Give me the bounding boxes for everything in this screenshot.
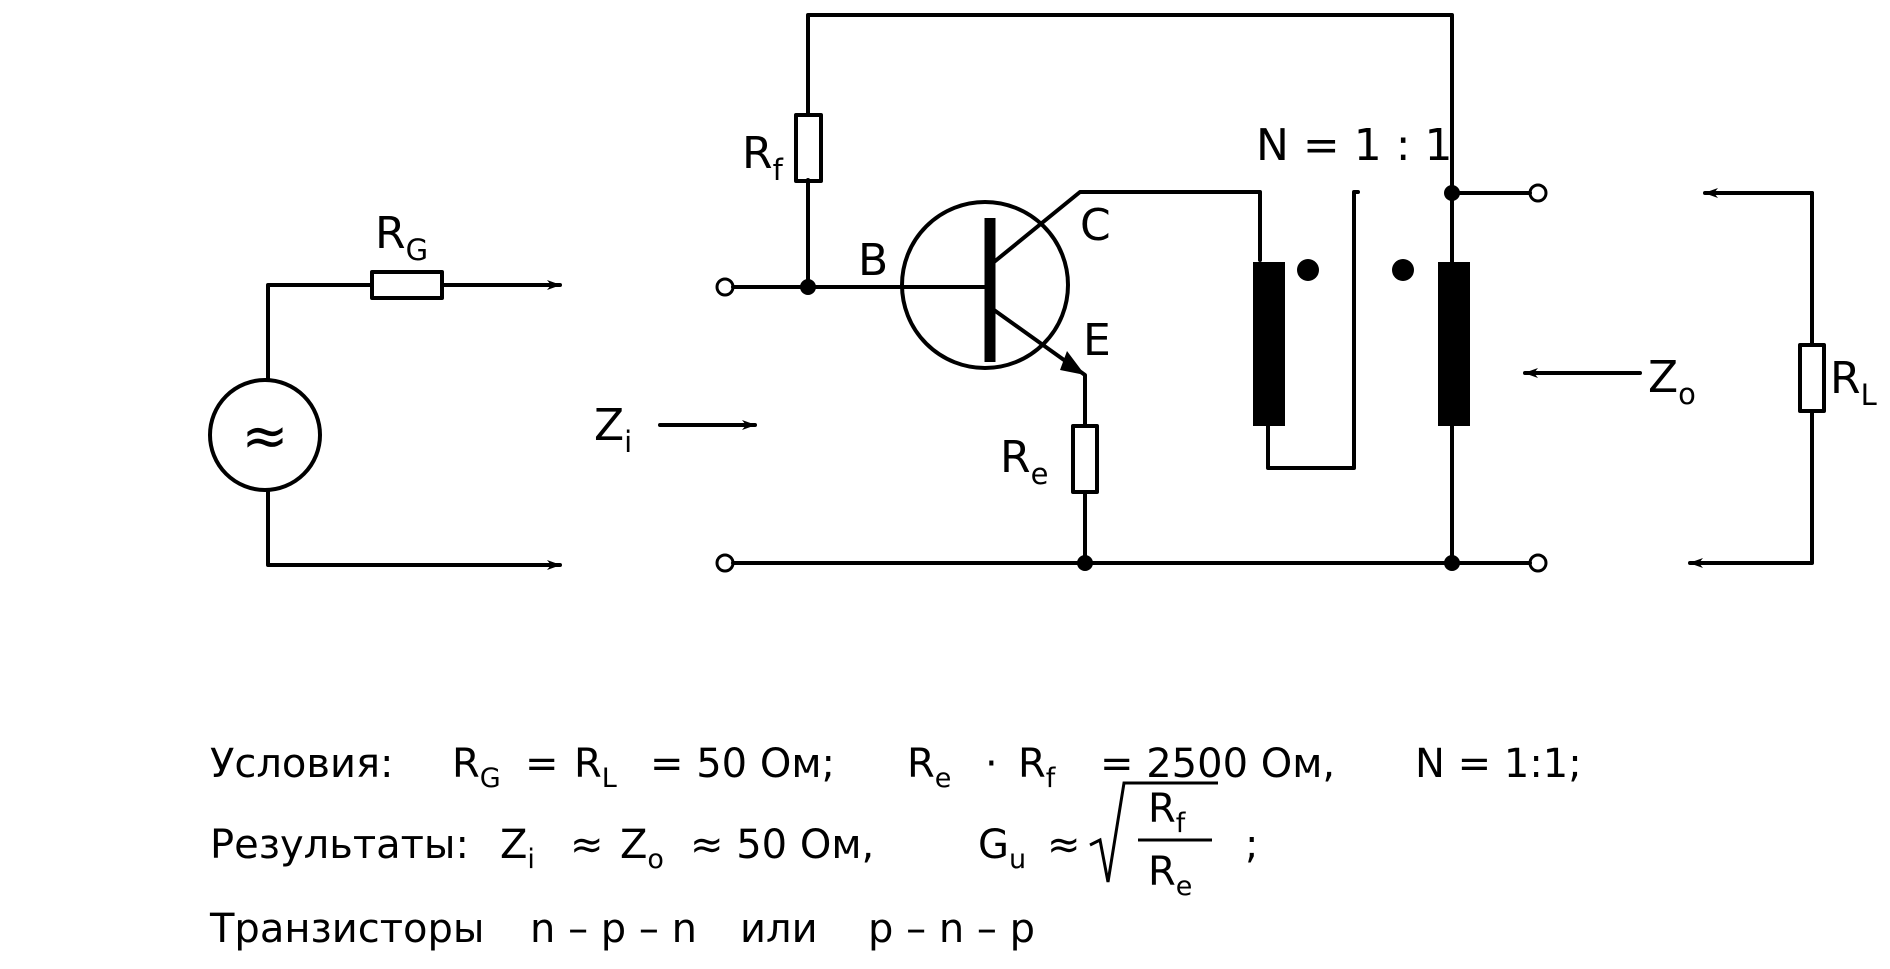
conditions-value-50: = 50 Ом; [650, 741, 835, 787]
resistor-rg [370, 270, 444, 300]
emitter-arrow-icon [1060, 351, 1085, 375]
transistor-circle [900, 200, 1070, 370]
conditions-dot: · [985, 741, 998, 787]
output-terminal-top [1528, 183, 1548, 203]
primary-dot-marker [1297, 259, 1319, 281]
results-approx-gu: ≈ [1047, 822, 1081, 868]
resistor-rf [794, 113, 823, 183]
results-zo: Zo [620, 822, 664, 875]
generator-output-arrow-bottom [266, 488, 562, 570]
label-emitter: E [1083, 315, 1111, 366]
signal-generator: ≈ [208, 378, 322, 492]
results-zi: Zi [500, 822, 535, 875]
collector-wire [992, 190, 1262, 264]
secondary-dot-marker [1392, 259, 1414, 281]
feedback-wire [806, 13, 1454, 195]
transistors-title: Транзисторы [209, 906, 485, 952]
transistors-pnp: p – n – p [868, 906, 1035, 952]
conditions-rf: Rf [1018, 741, 1057, 794]
results-value-50: ≈ 50 Ом, [690, 822, 874, 868]
input-terminal-top [715, 277, 735, 297]
label-zi: Zi [594, 400, 632, 459]
sqrt-radical [1089, 781, 1218, 883]
transistors-npn: n – p – n [530, 906, 697, 952]
conditions-rl: RL [574, 741, 617, 794]
transistors-or: или [740, 906, 818, 952]
conditions-re: Re [907, 741, 951, 794]
results-title: Результаты: [210, 822, 469, 868]
results-approx: ≈ [570, 822, 604, 868]
results-fraction-num: Rf [1148, 786, 1187, 839]
transformer-primary-coil [1253, 262, 1285, 426]
primary-return-wire [1266, 190, 1360, 470]
conditions-eq: = [525, 741, 559, 787]
label-turns-ratio: N = 1 : 1 [1256, 120, 1453, 171]
label-zo: Zo [1648, 352, 1696, 411]
results-fraction-den: Re [1148, 849, 1192, 902]
conditions-title: Условия: [210, 741, 394, 787]
npn-transistor [900, 190, 1262, 427]
output-top-junction [1444, 185, 1460, 201]
transformer-secondary-coil [1438, 262, 1470, 426]
generator-top-wire [266, 283, 372, 382]
resistor-re [1071, 424, 1099, 494]
resistor-rl [1798, 343, 1826, 413]
label-re: Re [1000, 432, 1048, 491]
label-rf: Rf [742, 128, 784, 187]
label-rl: RL [1830, 353, 1877, 412]
generator-circle [208, 378, 322, 492]
emitter-ground-junction [1077, 555, 1093, 571]
label-base: B [858, 235, 888, 286]
conditions-value-2500: = 2500 Ом, [1100, 741, 1335, 787]
conditions-rg: RG [452, 741, 501, 794]
input-terminal-bottom [715, 553, 735, 573]
results-end: ; [1245, 822, 1258, 868]
conditions-line: Условия: RG = RL = 50 Ом; Re · Rf = 2500… [210, 741, 1582, 794]
results-line: Результаты: Zi ≈ Zo ≈ 50 Ом, Gu ≈ Rf Re … [210, 781, 1258, 902]
label-collector: C [1080, 200, 1111, 251]
results-gu: Gu [978, 822, 1026, 875]
ac-source-icon: ≈ [242, 404, 289, 469]
output-terminal-bottom [1528, 553, 1548, 573]
transformer [1253, 190, 1470, 565]
load-arrow-bottom [1688, 409, 1814, 568]
conditions-n: N = 1:1; [1415, 741, 1582, 787]
transistors-line: Транзисторы n – p – n или p – n – p [209, 906, 1035, 952]
label-rg: RG [375, 208, 428, 267]
